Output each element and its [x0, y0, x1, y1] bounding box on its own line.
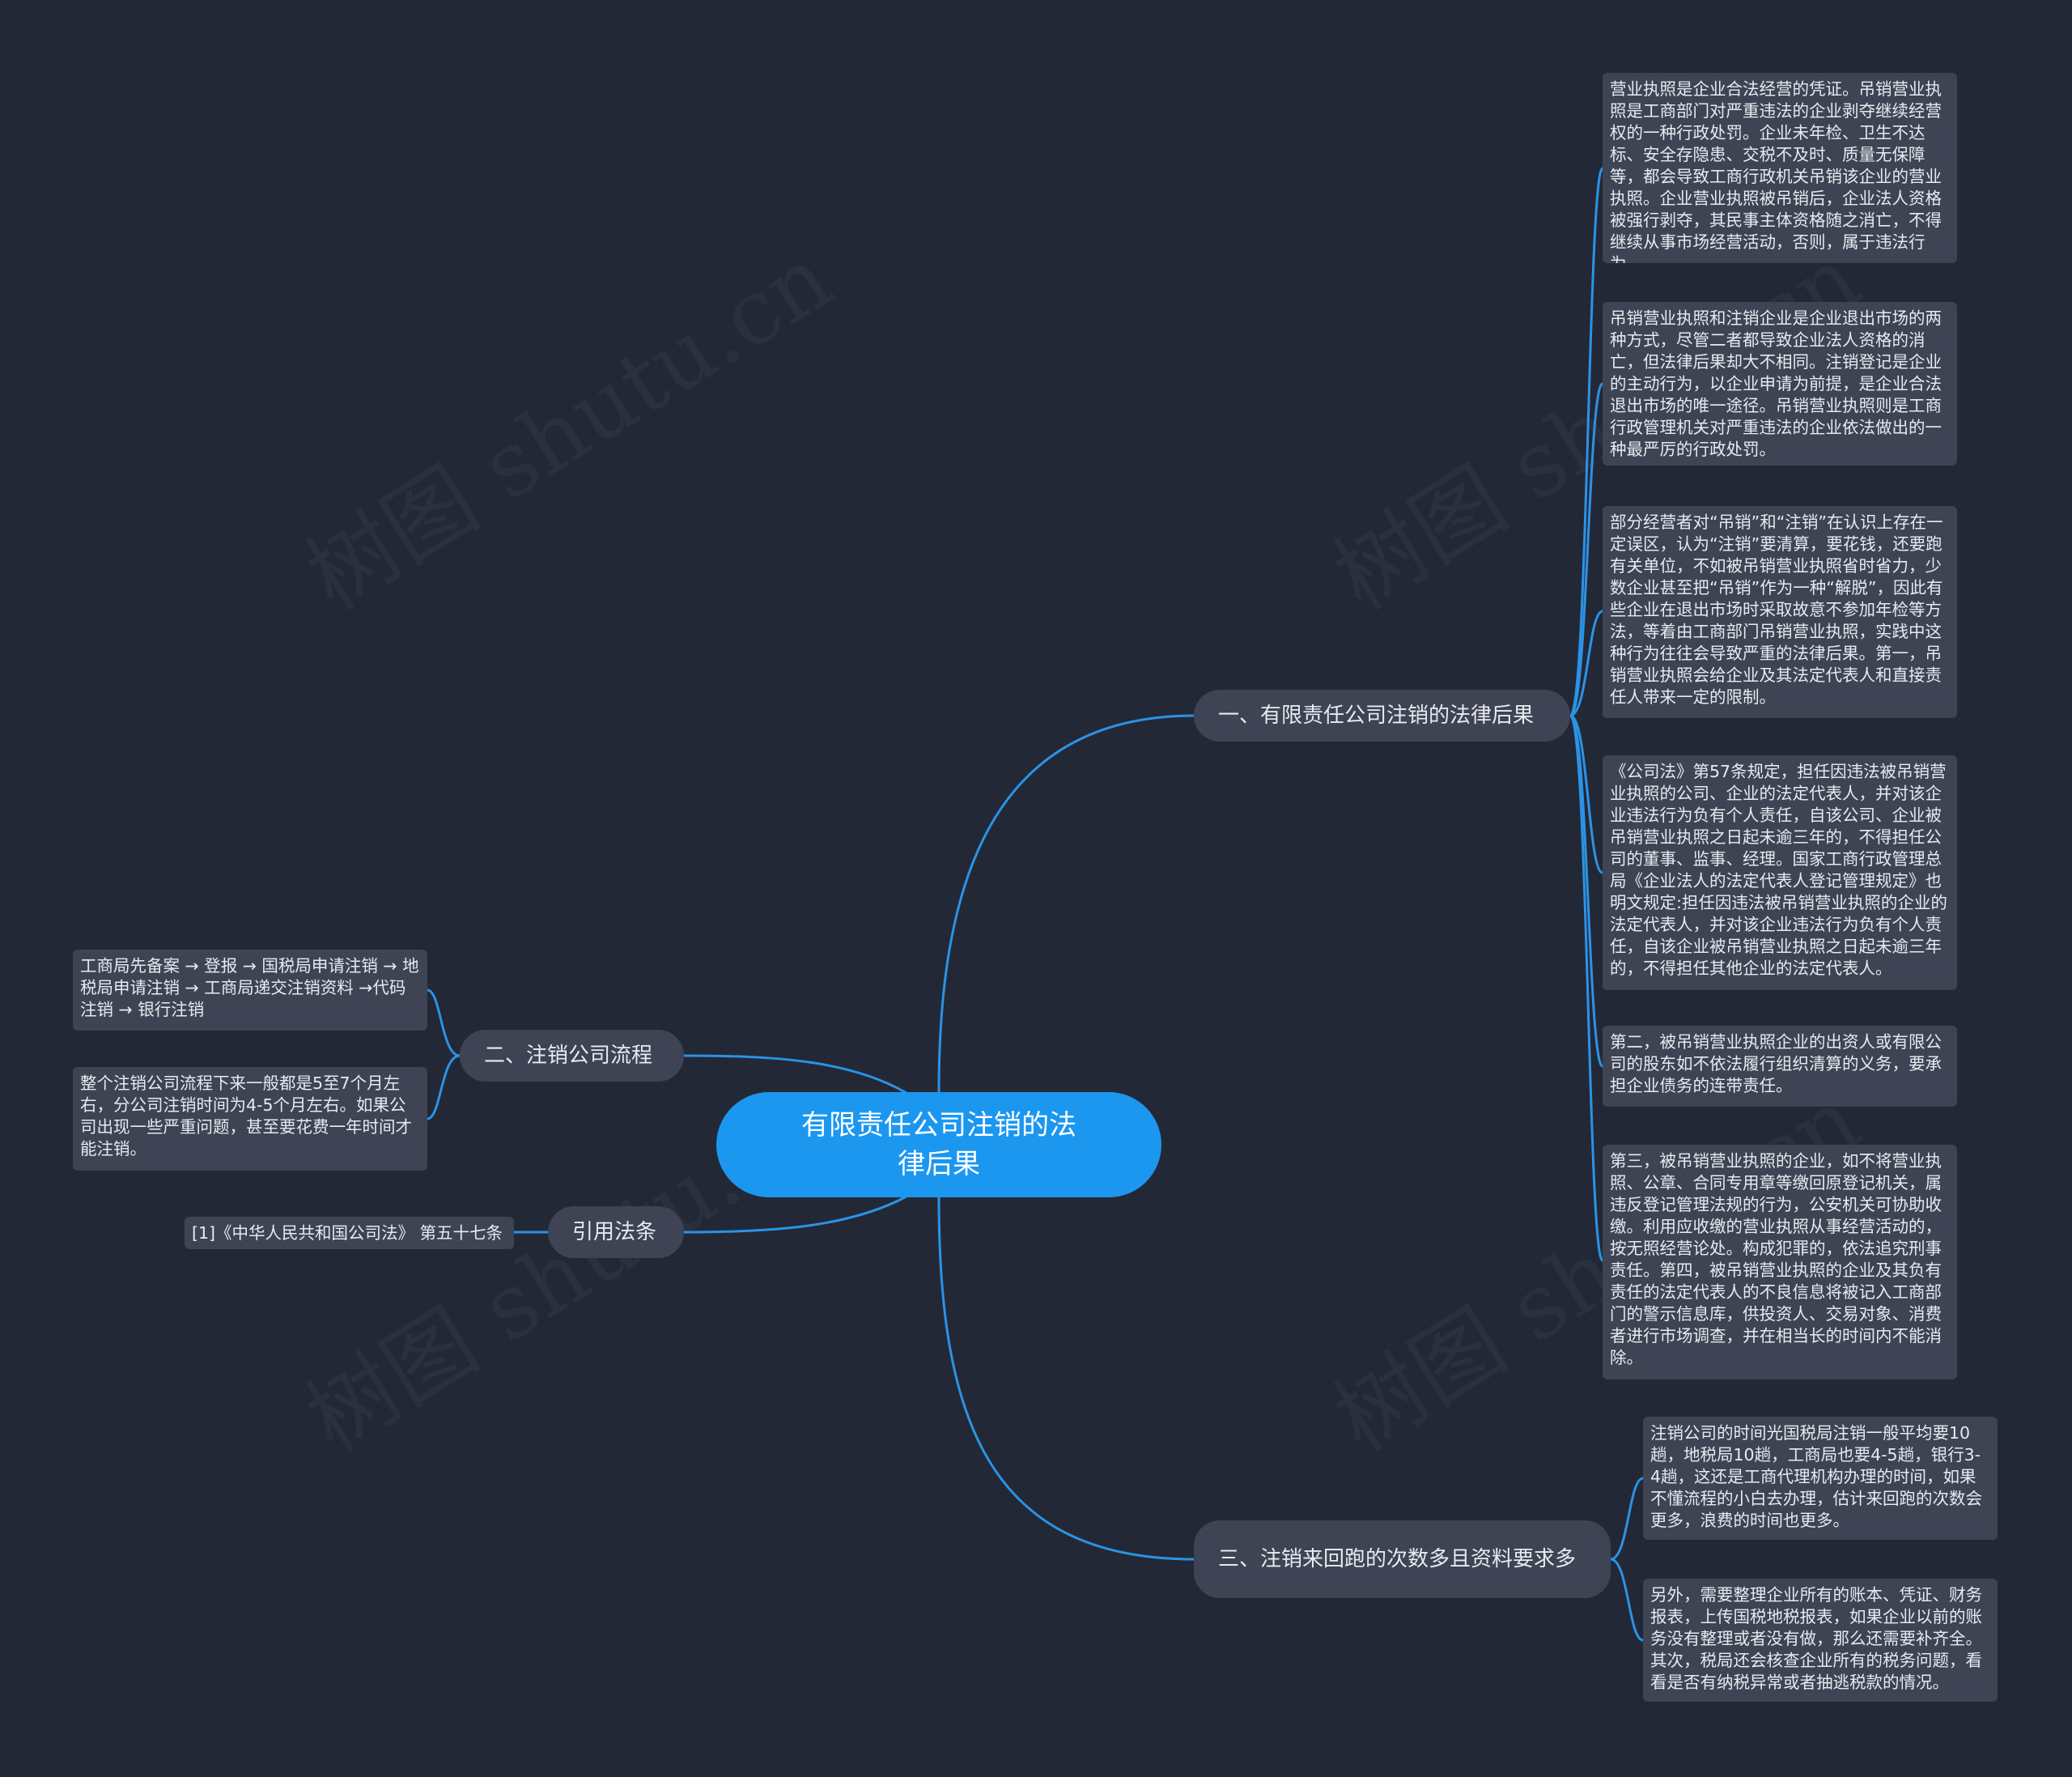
link-b1-leaf-4 — [1569, 714, 1603, 874]
branch-label: 三、注销来回跑的次数多且资料要求多 — [1218, 1547, 1577, 1571]
branch-label: 引用法条 — [572, 1220, 657, 1244]
branch-node-many-trips[interactable]: 三、注销来回跑的次数多且资料要求多 — [1194, 1520, 1611, 1598]
link-b4-leaf-1 — [1610, 1477, 1644, 1561]
leaf-note[interactable]: 第二，被吊销营业执照企业的出资人或有限公司的股东如不依法履行组织清算的义务，要承… — [1603, 1026, 1957, 1107]
leaf-note[interactable]: [1]《中华人民共和国公司法》 第五十七条 — [185, 1217, 514, 1249]
branch-node-cited-laws[interactable]: 引用法条 — [548, 1206, 684, 1258]
link-b2-leaf-1 — [427, 988, 461, 1057]
leaf-note[interactable]: 另外，需要整理企业所有的账本、凭证、财务报表，上传国税地税报表，如果企业以前的账… — [1643, 1579, 1998, 1702]
link-root-branch-3 — [683, 1195, 907, 1234]
leaf-note[interactable]: 注销公司的时间光国税局注销一般平均要10趟，地税局10趟，工商局也要4-5趟，银… — [1643, 1417, 1998, 1540]
link-b2-leaf-2 — [427, 1054, 461, 1120]
link-root-branch-2 — [683, 1054, 907, 1095]
root-label: 有限责任公司注销的法律后果 — [801, 1109, 1076, 1180]
link-b1-leaf-1 — [1569, 167, 1604, 717]
branch-label: 一、有限责任公司注销的法律后果 — [1218, 704, 1535, 728]
branch-node-cancellation-process[interactable]: 二、注销公司流程 — [460, 1030, 684, 1082]
branch-node-legal-consequences[interactable]: 一、有限责任公司注销的法律后果 — [1194, 690, 1570, 742]
leaf-note[interactable]: 整个注销公司流程下来一般都是5至7个月左右，分公司注销时间为4-5个月左右。如果… — [73, 1067, 427, 1171]
link-root-branch-1 — [937, 714, 1195, 1093]
branch-label: 二、注销公司流程 — [484, 1044, 653, 1068]
leaf-note[interactable]: 工商局先备案 → 登报 → 国税局申请注销 → 地税局申请注销 → 工商局递交注… — [73, 950, 427, 1031]
link-b4-leaf-2 — [1610, 1558, 1644, 1642]
leaf-note[interactable]: 第三，被吊销营业执照的企业，如不将营业执照、公章、合同专用章等缴回原登记机关，属… — [1603, 1145, 1957, 1380]
leaf-note[interactable]: 营业执照是企业合法经营的凭证。吊销营业执照是工商部门对严重违法的企业剥夺继续经营… — [1603, 73, 1957, 263]
root-node[interactable]: 有限责任公司注销的法律后果 — [716, 1092, 1161, 1197]
leaf-note[interactable]: 吊销营业执照和注销企业是企业退出市场的两种方式，尽管二者都导致企业法人资格的消亡… — [1603, 302, 1957, 466]
link-b1-leaf-2 — [1569, 382, 1604, 717]
link-b1-leaf-3 — [1569, 610, 1603, 717]
link-root-branch-4 — [937, 1197, 1195, 1561]
leaf-note[interactable]: 《公司法》第57条规定，担任因违法被吊销营业执照的公司、企业的法定代表人，并对该… — [1603, 755, 1957, 990]
link-b1-leaf-6 — [1569, 714, 1604, 1262]
link-b1-leaf-5 — [1569, 714, 1604, 1068]
leaf-note[interactable]: 部分经营者对“吊销”和“注销”在认识上存在一定误区，认为“注销”要清算，要花钱，… — [1603, 506, 1957, 718]
